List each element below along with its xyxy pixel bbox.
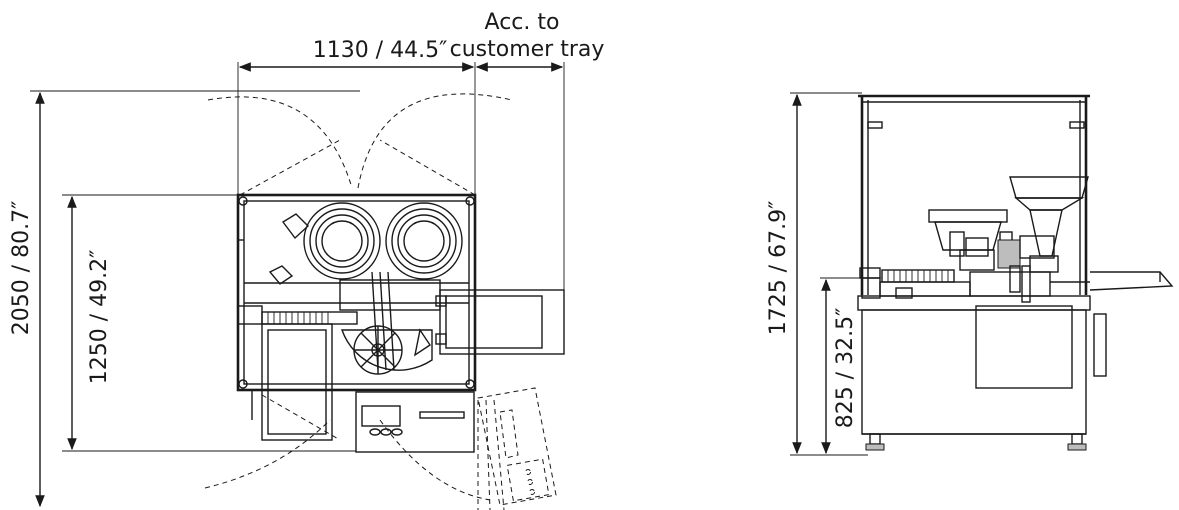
swung-control-panel bbox=[477, 387, 557, 506]
tray-outlet bbox=[435, 289, 565, 355]
machine-frame-top bbox=[236, 193, 477, 392]
conveyor-side bbox=[859, 267, 1174, 299]
top-view: 1130 / 44.5″ Acc. to customer tray 2050 … bbox=[9, 10, 604, 510]
door-swing-arcs bbox=[204, 93, 513, 510]
body-depth-label: 1250 / 49.2″ bbox=[87, 250, 112, 385]
tray-label-line1: Acc. to bbox=[485, 10, 560, 35]
extension-lines bbox=[30, 62, 565, 452]
total-height-label: 1725 / 67.9″ bbox=[766, 201, 791, 336]
conveyor-left bbox=[237, 305, 358, 441]
upper-frame bbox=[858, 94, 1090, 295]
tray-label-line2: customer tray bbox=[450, 37, 605, 62]
star-wheel bbox=[341, 325, 433, 375]
total-depth-label: 2050 / 80.7″ bbox=[9, 201, 34, 336]
machine-feet bbox=[865, 433, 1087, 451]
base-table bbox=[857, 295, 1107, 435]
side-view: 1725 / 67.9″ 825 / 32.5″ bbox=[766, 92, 1174, 456]
width-label: 1130 / 44.5″ bbox=[313, 38, 448, 63]
bowl-feeders bbox=[268, 202, 463, 285]
control-cabinet bbox=[355, 391, 475, 453]
table-height-label: 825 / 32.5″ bbox=[833, 308, 858, 429]
feeding-mechanism bbox=[959, 235, 1059, 303]
feeder-rails bbox=[339, 271, 441, 371]
